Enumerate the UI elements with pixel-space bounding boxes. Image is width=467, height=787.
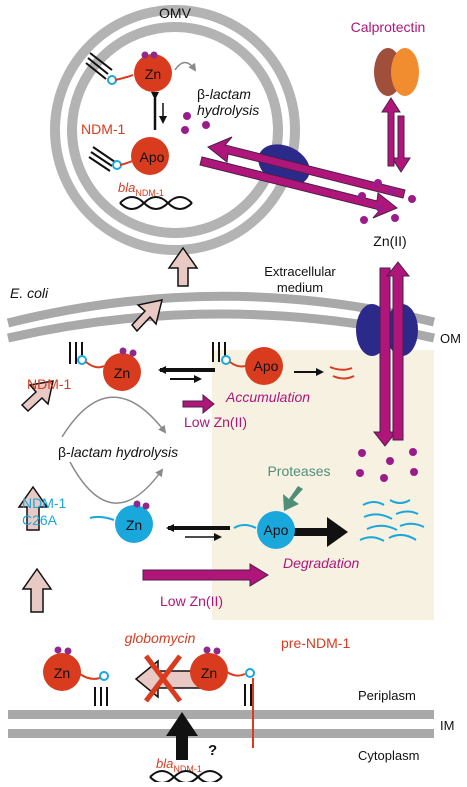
lipidation-arrow-3 (21, 567, 53, 613)
c26a-zn: Zn (89, 500, 153, 543)
zn-ii-label: Zn(II) (373, 233, 406, 249)
hydrolysis-cycle-top (61, 396, 167, 438)
accumulation-peptide-2 (332, 375, 355, 380)
hydrolysis-cycle-bottom (69, 461, 164, 504)
low-zn-label-1: Low Zn(II) (184, 414, 247, 430)
omv-hydrolysis-arrow (174, 61, 197, 72)
cytoplasm-bla-label: blaNDM-1 (156, 756, 202, 774)
omv-beta: β-lactam (197, 86, 251, 102)
omv-zinc (181, 112, 210, 134)
periplasm-zinc (356, 448, 418, 482)
omv-hydrolysis: hydrolysis (197, 102, 259, 118)
degradation-arrow (285, 517, 348, 547)
omv-inner-membrane (67, 22, 283, 238)
omv-zn-text: Zn (145, 66, 161, 82)
accumulation-peptide-1 (329, 366, 353, 371)
omv-dna-strand-1 (119, 196, 193, 210)
periplasm-zn-text: Zn (114, 365, 130, 381)
om-arrow-down (372, 267, 398, 447)
calprotectin-right (391, 48, 419, 96)
accumulation-label: Accumulation (225, 389, 310, 405)
extracellular-zinc (358, 179, 416, 224)
c26a-apo: Apo (233, 511, 295, 549)
question-mark: ? (208, 742, 217, 759)
omv-bla-label: blaNDM-1 (118, 180, 164, 198)
om-arrow-up (385, 261, 411, 441)
low-zn-arrow-1 (182, 393, 215, 415)
calprotectin-arrow-down (391, 115, 411, 173)
globomycin-label: globomycin (125, 630, 196, 646)
lipidation-arrow-2 (17, 485, 49, 531)
im-membrane-lower (8, 729, 434, 738)
periplasm-apo-text: Apo (254, 358, 279, 374)
pre-ndm1: Zn (190, 646, 255, 748)
extracellular-label: Extracellular (264, 264, 336, 279)
omv-apo-text: Apo (140, 149, 165, 165)
periplasm-ndm1-apo: Apo (212, 342, 283, 385)
proteases-label: Proteases (267, 463, 330, 479)
omv-outer-membrane (50, 5, 300, 255)
protease-arrow (283, 486, 303, 511)
omv-ndm1-zn: Zn (85, 51, 172, 92)
omv-ndm1-apo: Apo (88, 137, 169, 175)
lipidated-zn-text: Zn (54, 665, 70, 681)
om-export-arrow (131, 299, 164, 333)
cytoplasm-label: Cytoplasm (358, 748, 419, 763)
pre-ndm1-label: pre-NDM-1 (281, 635, 350, 651)
pre-ndm1-zn-text: Zn (201, 665, 217, 681)
calprotectin-arrow-up (381, 97, 401, 167)
c26a-label: C26A (22, 512, 58, 528)
degraded-fragments (359, 499, 425, 542)
omv-arrow-in (207, 136, 406, 199)
c26a-apo-text: Apo (264, 522, 289, 538)
im-membrane-upper (8, 710, 434, 719)
c26a-ndm1-label: NDM-1 (22, 495, 67, 511)
ecoli-label: E. coli (10, 285, 49, 301)
lipidated-ndm1-zn: Zn (43, 646, 109, 706)
c26a-zn-text: Zn (126, 517, 142, 533)
medium-label: medium (277, 280, 323, 295)
periplasm-label: Periplasm (358, 688, 416, 703)
degradation-label: Degradation (283, 555, 359, 571)
translocation-arrow (166, 712, 198, 760)
beta-lactam-line: β-lactam hydrolysis (58, 444, 178, 460)
low-zn-arrow-2 (142, 563, 269, 587)
periplasm-ndm1-label: NDM-1 (27, 376, 72, 392)
om-label: OM (440, 331, 461, 346)
periplasm-ndm1-zn: Zn (69, 342, 141, 391)
globomycin-cross (144, 654, 182, 703)
vesicle-export-arrow (167, 246, 199, 287)
omv-label: OMV (159, 5, 192, 21)
omv-ndm1-label: NDM-1 (81, 121, 126, 137)
lipidation-arrow-1 (20, 380, 54, 413)
calprotectin-label: Calprotectin (351, 19, 426, 35)
omv-dna-strand-2 (119, 196, 193, 210)
low-zn-label-2: Low Zn(II) (160, 593, 223, 609)
im-label: IM (440, 718, 454, 733)
